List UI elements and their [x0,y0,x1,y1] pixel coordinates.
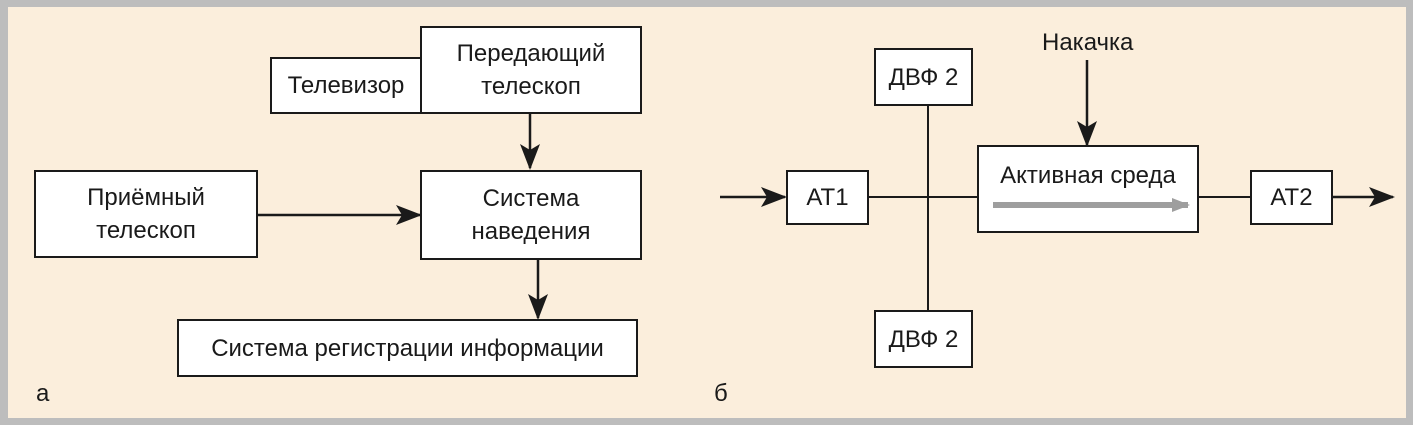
dvf-bottom-box: ДВФ 2 [874,310,973,368]
tv-box: Телевизор [270,57,422,114]
transmit-telescope-box: Передающий телескоп [420,26,642,114]
receive-telescope-label: Приёмный телескоп [87,184,205,244]
panel-letter-a: а [36,380,50,407]
transmit-telescope-label: Передающий телескоп [456,40,606,100]
registration-system-box: Система регистрации информации [177,319,638,377]
at1-box: АТ1 [786,170,869,225]
dvf-top-label: ДВФ 2 [888,63,959,91]
at2-box: АТ2 [1250,170,1333,225]
pump-label: Накачка [1042,29,1134,56]
guidance-system-label: Система наведения [471,185,591,245]
active-medium-box: Активная среда [977,145,1199,233]
at1-label: АТ1 [806,184,849,211]
guidance-system-box: Система наведения [420,170,642,260]
tv-label: Телевизор [287,72,405,99]
registration-system-label: Система регистрации информации [211,334,604,362]
active-medium-label: Активная среда [1000,162,1176,189]
panel-letter-b: б [714,380,728,407]
at2-label: АТ2 [1270,184,1313,211]
receive-telescope-box: Приёмный телескоп [34,170,258,258]
dvf-bottom-label: ДВФ 2 [888,325,959,353]
dvf-top-box: ДВФ 2 [874,48,973,106]
